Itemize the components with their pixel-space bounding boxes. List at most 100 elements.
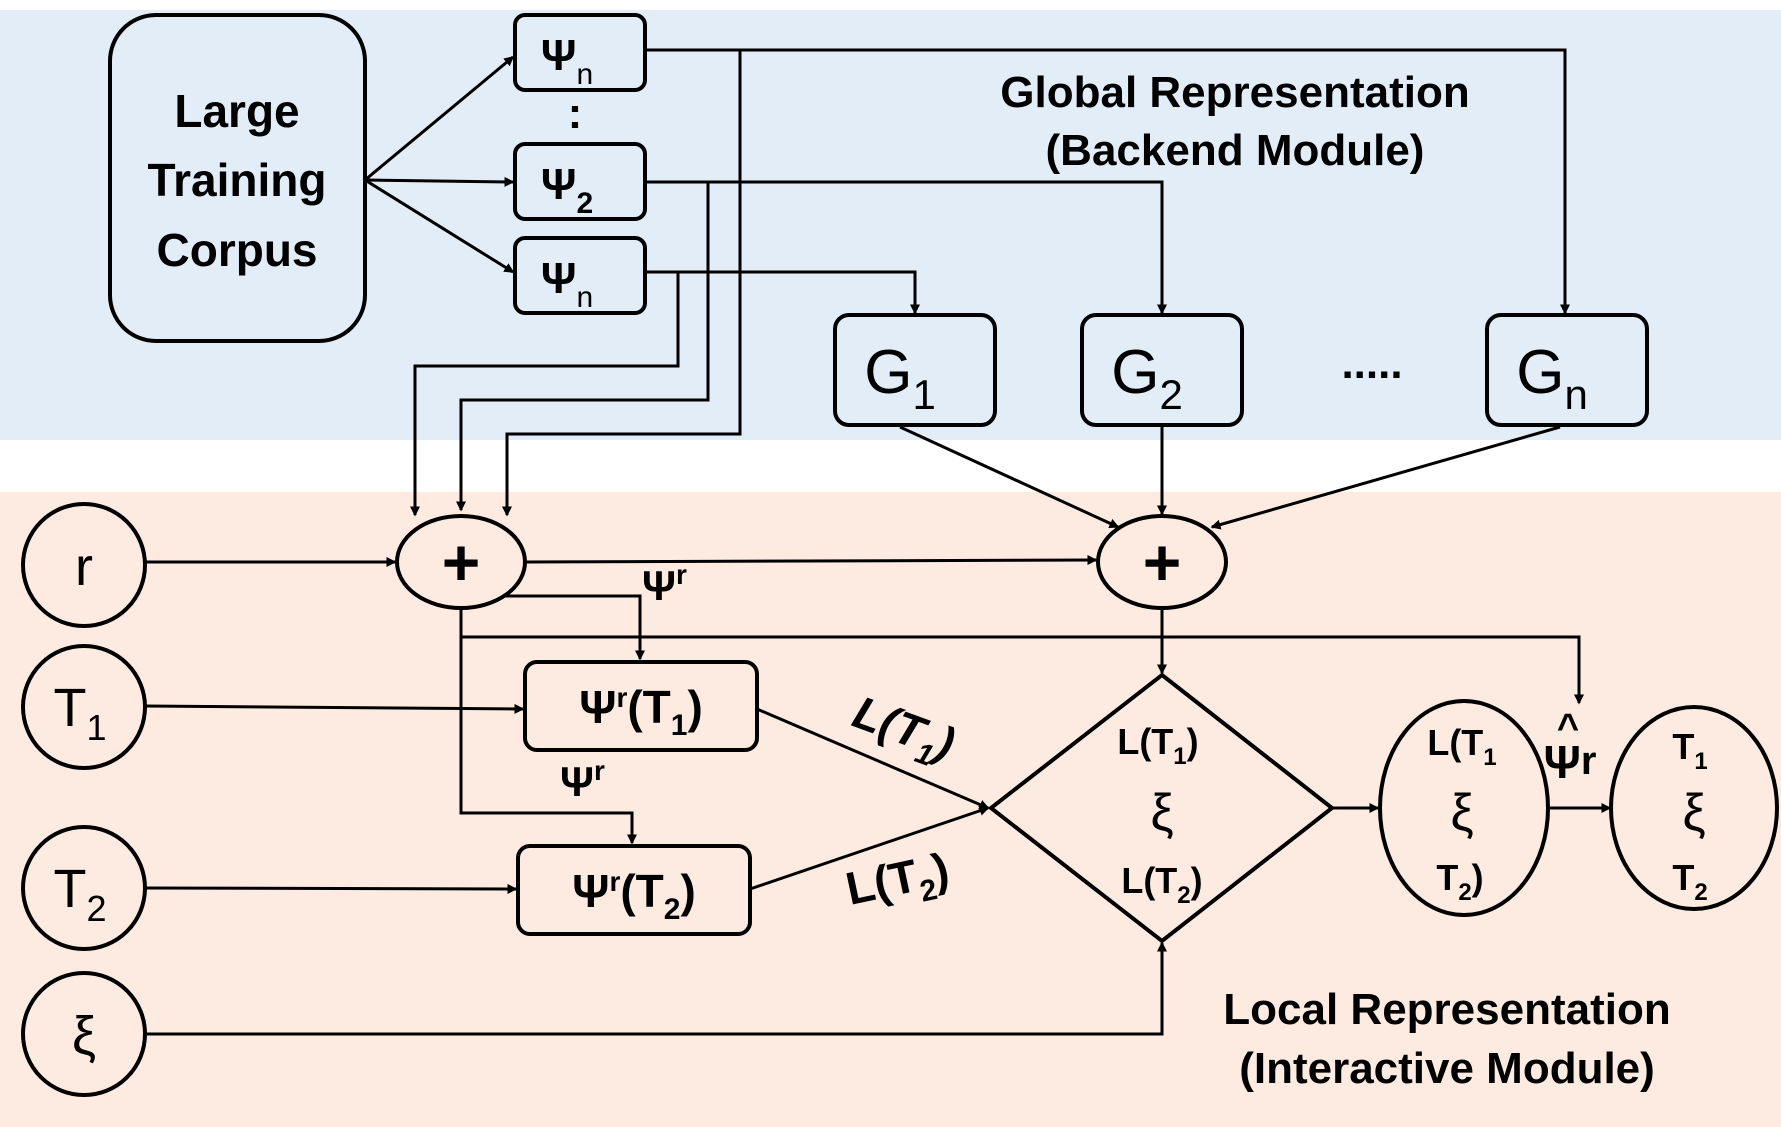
input-r-node: r bbox=[21, 502, 147, 628]
arrow-t1-to-transform bbox=[144, 703, 525, 714]
transform-t2-sub: 2 bbox=[664, 893, 681, 926]
g-box-2-symbol: G bbox=[1111, 338, 1159, 407]
psi-box-bottom-symbol: Ψ bbox=[541, 254, 577, 303]
diamond-bot-prefix: L(T bbox=[1121, 860, 1177, 901]
result-top-prefix: L(T bbox=[1427, 722, 1483, 763]
loss-l2-sub: 2 bbox=[917, 873, 940, 909]
svg-text:G2: G2 bbox=[1111, 338, 1183, 418]
result-bot-close: ) bbox=[1472, 857, 1484, 898]
transform-t1-psi: Ψ bbox=[579, 681, 616, 733]
arrow-corpus-to-psi-middle bbox=[364, 176, 515, 187]
arrow-transform-t2-to-diamond bbox=[749, 806, 990, 891]
global-title-line2: (Backend Module) bbox=[1046, 126, 1425, 175]
arrow-gn-to-plus bbox=[1210, 425, 1561, 530]
psi-box-top-sub: n bbox=[576, 58, 593, 91]
svg-text:T2: T2 bbox=[1672, 857, 1707, 906]
output-top-sub: 1 bbox=[1694, 748, 1707, 775]
g-box-2: G2 bbox=[1080, 313, 1244, 427]
input-t1-sub: 1 bbox=[86, 707, 106, 748]
corpus-label-line1: Large bbox=[174, 85, 299, 137]
psi-hat-mark: ^ bbox=[1557, 707, 1579, 749]
result-bot-sub: 2 bbox=[1458, 879, 1471, 906]
input-t1-symbol: T bbox=[53, 678, 86, 738]
svg-text:T1: T1 bbox=[53, 678, 106, 748]
plus-node-right: + bbox=[1096, 514, 1228, 610]
input-xi-node: ξ bbox=[21, 971, 147, 1097]
arrow-xi-to-diamond bbox=[145, 941, 1167, 1036]
arrow-psi-middle-to-g2 bbox=[645, 180, 1167, 315]
output-mid: ξ bbox=[1682, 784, 1705, 842]
arrow-psi-bottom-to-g1 bbox=[645, 270, 920, 315]
plus-node-right-symbol: + bbox=[1143, 525, 1182, 599]
input-xi-label: ξ bbox=[72, 1006, 96, 1066]
transform-t1-sup: r bbox=[616, 682, 627, 713]
svg-text:Ψr: Ψr bbox=[642, 559, 687, 609]
diamond-top-close: ) bbox=[1187, 721, 1199, 762]
psi-r-label-1-sup: r bbox=[676, 559, 687, 590]
corpus-box: Large Training Corpus bbox=[108, 13, 367, 343]
psi-box-middle-symbol: Ψ bbox=[541, 160, 577, 209]
arrow-corpus-to-psi-bottom bbox=[364, 178, 515, 274]
corpus-label-line2: Training bbox=[148, 154, 327, 206]
arrow-psi-top-to-plus bbox=[502, 50, 742, 517]
svg-text:Ψ2: Ψ2 bbox=[541, 160, 593, 220]
diamond-top-sub: 1 bbox=[1173, 743, 1186, 770]
transform-box-t2: Ψr(T2) bbox=[516, 844, 752, 936]
transform-t2-open: (T bbox=[620, 865, 663, 917]
svg-text:L(T1): L(T1) bbox=[1117, 721, 1198, 770]
diamond-bot-sub: 2 bbox=[1177, 882, 1190, 909]
input-r-label: r bbox=[75, 537, 93, 597]
psi-box-top: Ψn bbox=[513, 13, 647, 92]
output-bot-sub: 2 bbox=[1694, 879, 1707, 906]
g-box-1-symbol: G bbox=[864, 338, 912, 407]
psi-r-label-1-symbol: Ψ bbox=[642, 562, 676, 609]
svg-text:G1: G1 bbox=[864, 338, 936, 418]
transform-t2-sup: r bbox=[609, 866, 620, 897]
output-top: T bbox=[1672, 726, 1694, 767]
transform-box-t1: Ψr(T1) bbox=[523, 660, 759, 752]
svg-text:Gn: Gn bbox=[1516, 338, 1588, 418]
psi-box-bottom: Ψn bbox=[513, 236, 647, 315]
psi-r-label-2-sup: r bbox=[594, 755, 605, 786]
transform-t1-open: (T bbox=[627, 681, 670, 733]
result-top-sub: 1 bbox=[1483, 744, 1496, 771]
output-ellipse: T1 ξ T2 bbox=[1609, 705, 1779, 911]
diamond-mid: ξ bbox=[1150, 784, 1173, 842]
local-title-line2: (Interactive Module) bbox=[1239, 1044, 1655, 1093]
arrow-t2-to-transform bbox=[144, 883, 518, 894]
arrow-plus-to-plus bbox=[524, 555, 1098, 566]
psi-box-middle-sub: 2 bbox=[576, 187, 593, 220]
arrow-plus-to-psi-hat bbox=[459, 608, 1584, 705]
input-t2-sub: 2 bbox=[86, 888, 106, 929]
svg-text:Ψr(T1): Ψr(T1) bbox=[579, 681, 703, 742]
result-ellipse: L(T1 ξ T2) bbox=[1378, 699, 1550, 917]
diamond-bot-close: ) bbox=[1191, 860, 1203, 901]
svg-text:Ψr: Ψr bbox=[1544, 736, 1597, 788]
g-box-n-symbol: G bbox=[1516, 338, 1564, 407]
arrow-g1-to-plus bbox=[899, 425, 1120, 529]
comparison-diamond: L(T1) ξ L(T2) bbox=[987, 672, 1336, 944]
result-bot-prefix: T bbox=[1436, 857, 1458, 898]
psi-r-label-2-symbol: Ψ bbox=[560, 758, 594, 805]
local-title-line1: Local Representation bbox=[1223, 985, 1670, 1034]
arrow-psi-top-to-gn bbox=[645, 48, 1570, 315]
svg-text:Ψn: Ψn bbox=[541, 254, 593, 314]
global-title-line1: Global Representation bbox=[1000, 68, 1469, 117]
input-t2-symbol: T bbox=[53, 859, 86, 919]
psi-hat-sup: r bbox=[1581, 739, 1597, 783]
svg-text:T2): T2) bbox=[1436, 857, 1483, 906]
arrow-psi-bottom-to-plus bbox=[410, 272, 680, 517]
output-bot: T bbox=[1672, 857, 1694, 898]
psi-box-top-symbol: Ψ bbox=[541, 31, 577, 80]
transform-t2-close: ) bbox=[680, 865, 695, 917]
arrow-transform-t1-to-diamond bbox=[756, 707, 990, 810]
corpus-label-line3: Corpus bbox=[157, 224, 318, 276]
g-ellipsis: ..... bbox=[1341, 339, 1402, 388]
diamond-top-prefix: L(T bbox=[1117, 721, 1173, 762]
transform-t1-close: ) bbox=[687, 681, 702, 733]
g-box-1-sub: 1 bbox=[912, 371, 935, 418]
transform-t2-psi: Ψ bbox=[572, 865, 609, 917]
arrow-psi-middle-to-plus bbox=[456, 182, 710, 512]
